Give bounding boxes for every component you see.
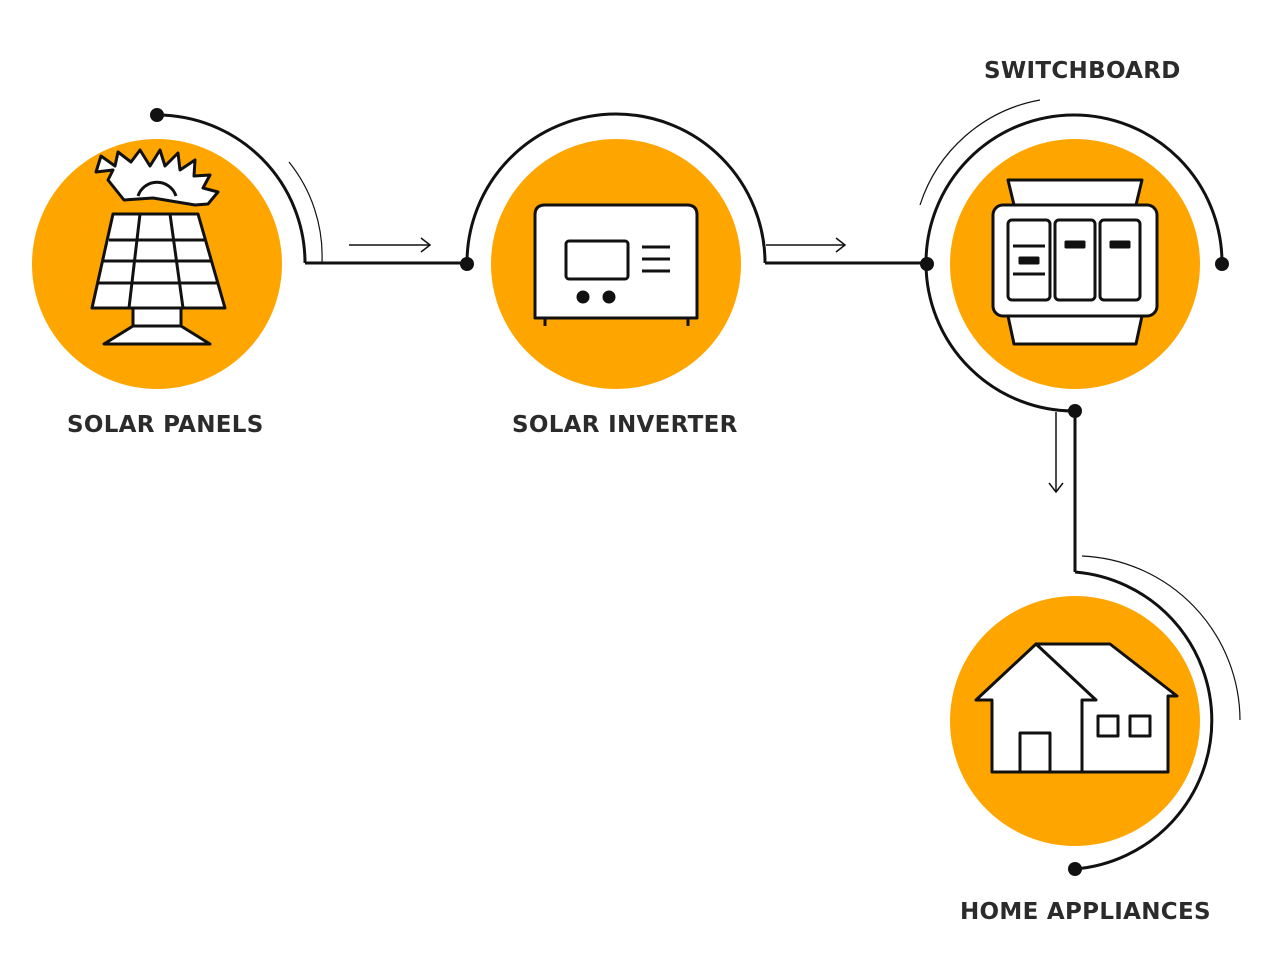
connector-arc — [1074, 570, 1214, 871]
decorative-arc — [1081, 555, 1241, 721]
connector-dot — [1215, 257, 1229, 271]
house-icon — [974, 642, 1179, 774]
node-label-switchboard: SWITCHBOARD — [984, 58, 1181, 84]
node-solar-inverter — [460, 112, 767, 389]
node-label-home-appliances: HOME APPLIANCES — [960, 899, 1211, 925]
connector-dot — [1068, 862, 1082, 876]
connector-dot — [460, 257, 474, 271]
flow-arrow-right-icon — [349, 237, 432, 253]
node-home-appliances — [950, 555, 1241, 876]
node-solar-panels — [32, 108, 323, 389]
node-label-solar-panels: SOLAR PANELS — [67, 412, 264, 438]
inverter-icon — [533, 203, 699, 326]
connector-arc — [924, 113, 1224, 413]
switchboard-icon — [991, 178, 1159, 346]
connector-arc — [465, 112, 767, 264]
decorative-arc — [919, 99, 1041, 206]
connector-dot — [920, 257, 934, 271]
node-label-solar-inverter: SOLAR INVERTER — [512, 412, 738, 438]
connector-dot — [150, 108, 164, 122]
decorative-arc — [288, 161, 323, 263]
node-switchboard — [919, 99, 1229, 418]
flow-arrow-right-icon — [766, 237, 847, 253]
connector-arc — [156, 113, 307, 264]
flow-arrow-down-icon — [1048, 412, 1064, 494]
solar-panel-icon — [90, 148, 227, 346]
